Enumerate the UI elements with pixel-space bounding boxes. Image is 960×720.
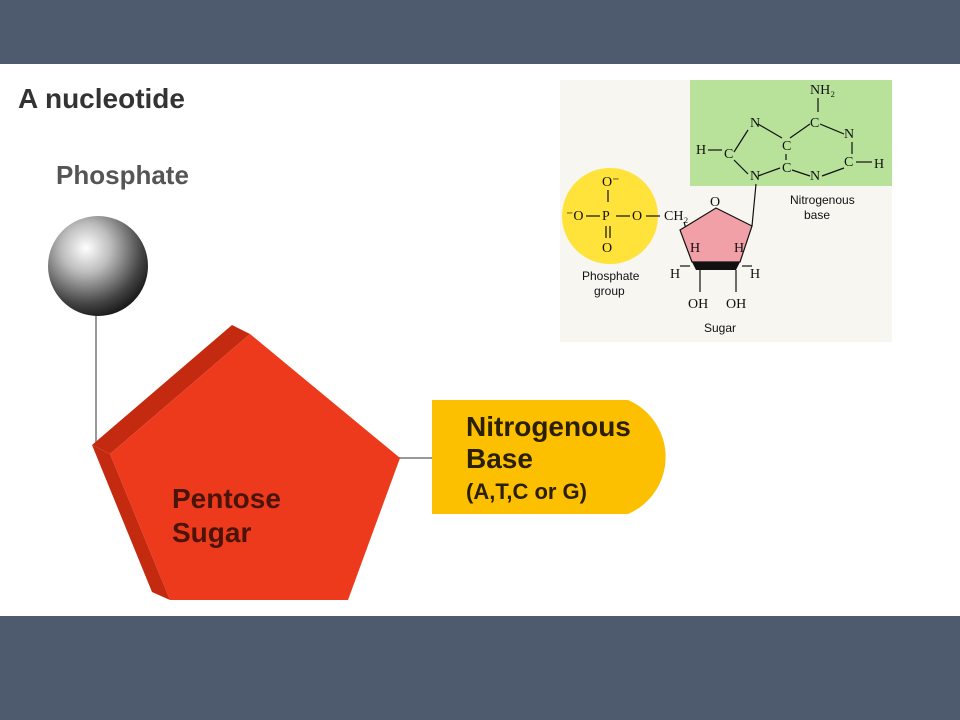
base-highlight bbox=[690, 80, 892, 186]
phosphate-sphere bbox=[48, 216, 148, 316]
sugar-shadow-side bbox=[92, 445, 170, 600]
chem-h4: H bbox=[750, 267, 760, 282]
chem-o-bottom: O bbox=[602, 241, 612, 256]
chem-o-left: ⁻O bbox=[566, 209, 584, 224]
sugar-label-line2: Sugar bbox=[172, 517, 251, 548]
sugar-ring-bold-edge bbox=[692, 262, 740, 270]
chem-o-bridge: O bbox=[632, 209, 642, 224]
sugar-shadow bbox=[92, 325, 250, 454]
chem-oh2: OH bbox=[726, 297, 746, 312]
chem-h-right: H bbox=[874, 157, 884, 172]
chem-h3: H bbox=[670, 267, 680, 282]
chem-ch2: CH₂ bbox=[664, 209, 688, 224]
chem-n-top: N bbox=[750, 116, 760, 131]
slide-title: A nucleotide bbox=[18, 83, 185, 114]
sugar-label-line1: Pentose bbox=[172, 483, 281, 514]
nucleotide-diagram: A nucleotide Phosphate Pentose Sugar Nit… bbox=[18, 83, 666, 600]
chem-sugar-label: Sugar bbox=[704, 321, 736, 335]
chem-c-mid: C bbox=[782, 139, 791, 154]
chem-oh1: OH bbox=[688, 297, 708, 312]
chemical-structure-image: NH₂ N C N H C C C H N N C bbox=[560, 80, 892, 342]
chem-n-bottom-left: N bbox=[750, 169, 760, 184]
chem-base-label-line2: base bbox=[804, 208, 830, 222]
bottom-bar bbox=[0, 616, 960, 720]
chem-c-bottom: C bbox=[782, 161, 791, 176]
chem-h1: H bbox=[690, 241, 700, 256]
chem-c-top: C bbox=[810, 116, 819, 131]
chem-o-top: O⁻ bbox=[602, 175, 620, 190]
phosphate-highlight bbox=[562, 168, 658, 264]
slide-content: A nucleotide Phosphate Pentose Sugar Nit… bbox=[0, 64, 960, 616]
chem-base-label-line1: Nitrogenous bbox=[790, 193, 855, 207]
chem-c-right: C bbox=[844, 155, 853, 170]
chem-phosphate-label-line1: Phosphate bbox=[582, 269, 640, 283]
phosphate-label: Phosphate bbox=[56, 160, 189, 190]
chem-h2: H bbox=[734, 241, 744, 256]
chem-nh2: NH₂ bbox=[810, 83, 835, 98]
base-label-line1: Nitrogenous bbox=[466, 411, 631, 442]
chem-phosphate-label-line2: group bbox=[594, 284, 625, 298]
nitrogenous-base-shape bbox=[432, 400, 666, 514]
chem-n-right: N bbox=[844, 127, 854, 142]
chem-c-left: C bbox=[724, 147, 733, 162]
chem-n-bottom-right: N bbox=[810, 169, 820, 184]
top-bar bbox=[0, 0, 960, 64]
chem-ring-o: O bbox=[710, 195, 720, 210]
base-label-line3: (A,T,C or G) bbox=[466, 479, 587, 504]
chem-h-left: H bbox=[696, 143, 706, 158]
base-label-line2: Base bbox=[466, 443, 533, 474]
chem-p: P bbox=[602, 209, 610, 224]
pentose-sugar-shape bbox=[110, 334, 400, 600]
